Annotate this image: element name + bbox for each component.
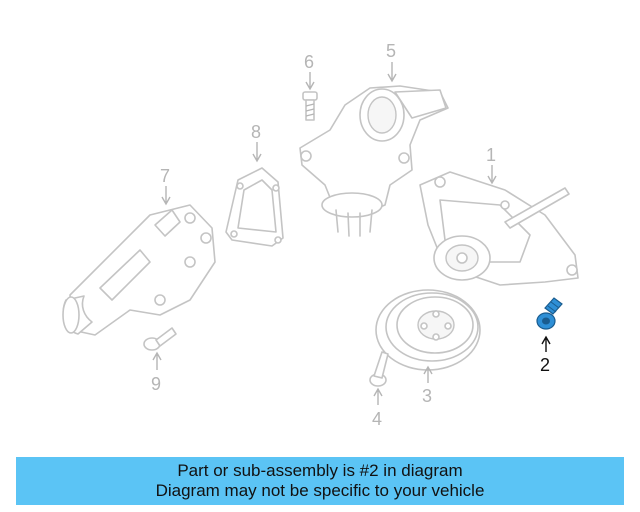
arrow-2	[541, 335, 551, 352]
part-4-bolt[interactable]	[369, 351, 389, 387]
callout-1: 1	[486, 145, 496, 165]
part-9-bolt[interactable]	[143, 327, 177, 351]
part-2-shank	[544, 297, 563, 315]
arrow-6	[305, 72, 315, 91]
callout-9: 9	[151, 374, 161, 394]
arrow-8	[252, 142, 262, 163]
part-2-head-recess	[542, 317, 550, 325]
banner-line-2: Diagram may not be specific to your vehi…	[155, 481, 485, 500]
callout-5: 5	[386, 41, 396, 61]
arrow-7	[161, 186, 171, 206]
arrow-4	[373, 387, 383, 405]
callout-arrows	[152, 62, 551, 405]
callout-8: 8	[251, 122, 261, 142]
part-6-bolt[interactable]	[302, 91, 318, 121]
arrow-9	[152, 351, 162, 370]
part-5-pump-housing[interactable]	[299, 85, 449, 237]
arrow-5	[387, 62, 397, 83]
callout-7: 7	[160, 166, 170, 186]
callout-6: 6	[304, 52, 314, 72]
callout-3: 3	[422, 386, 432, 406]
arrow-3	[423, 365, 433, 383]
part-7-thermostat-housing[interactable]	[62, 204, 216, 336]
callout-2: 2	[540, 355, 550, 375]
part-1-water-pump[interactable]	[419, 171, 579, 286]
part-2-bolt-highlighted[interactable]	[536, 297, 563, 330]
parts-diagram: 1 2 3 4 5 6 7 8 9	[62, 41, 579, 429]
part-2-threads	[547, 301, 560, 313]
info-banner: Part or sub-assembly is #2 in diagram Di…	[16, 457, 624, 505]
part-8-gasket[interactable]	[225, 167, 284, 247]
part-3-pulley[interactable]	[375, 289, 481, 371]
callout-4: 4	[372, 409, 382, 429]
banner-line-1: Part or sub-assembly is #2 in diagram	[177, 461, 463, 480]
arrow-1	[487, 165, 497, 185]
